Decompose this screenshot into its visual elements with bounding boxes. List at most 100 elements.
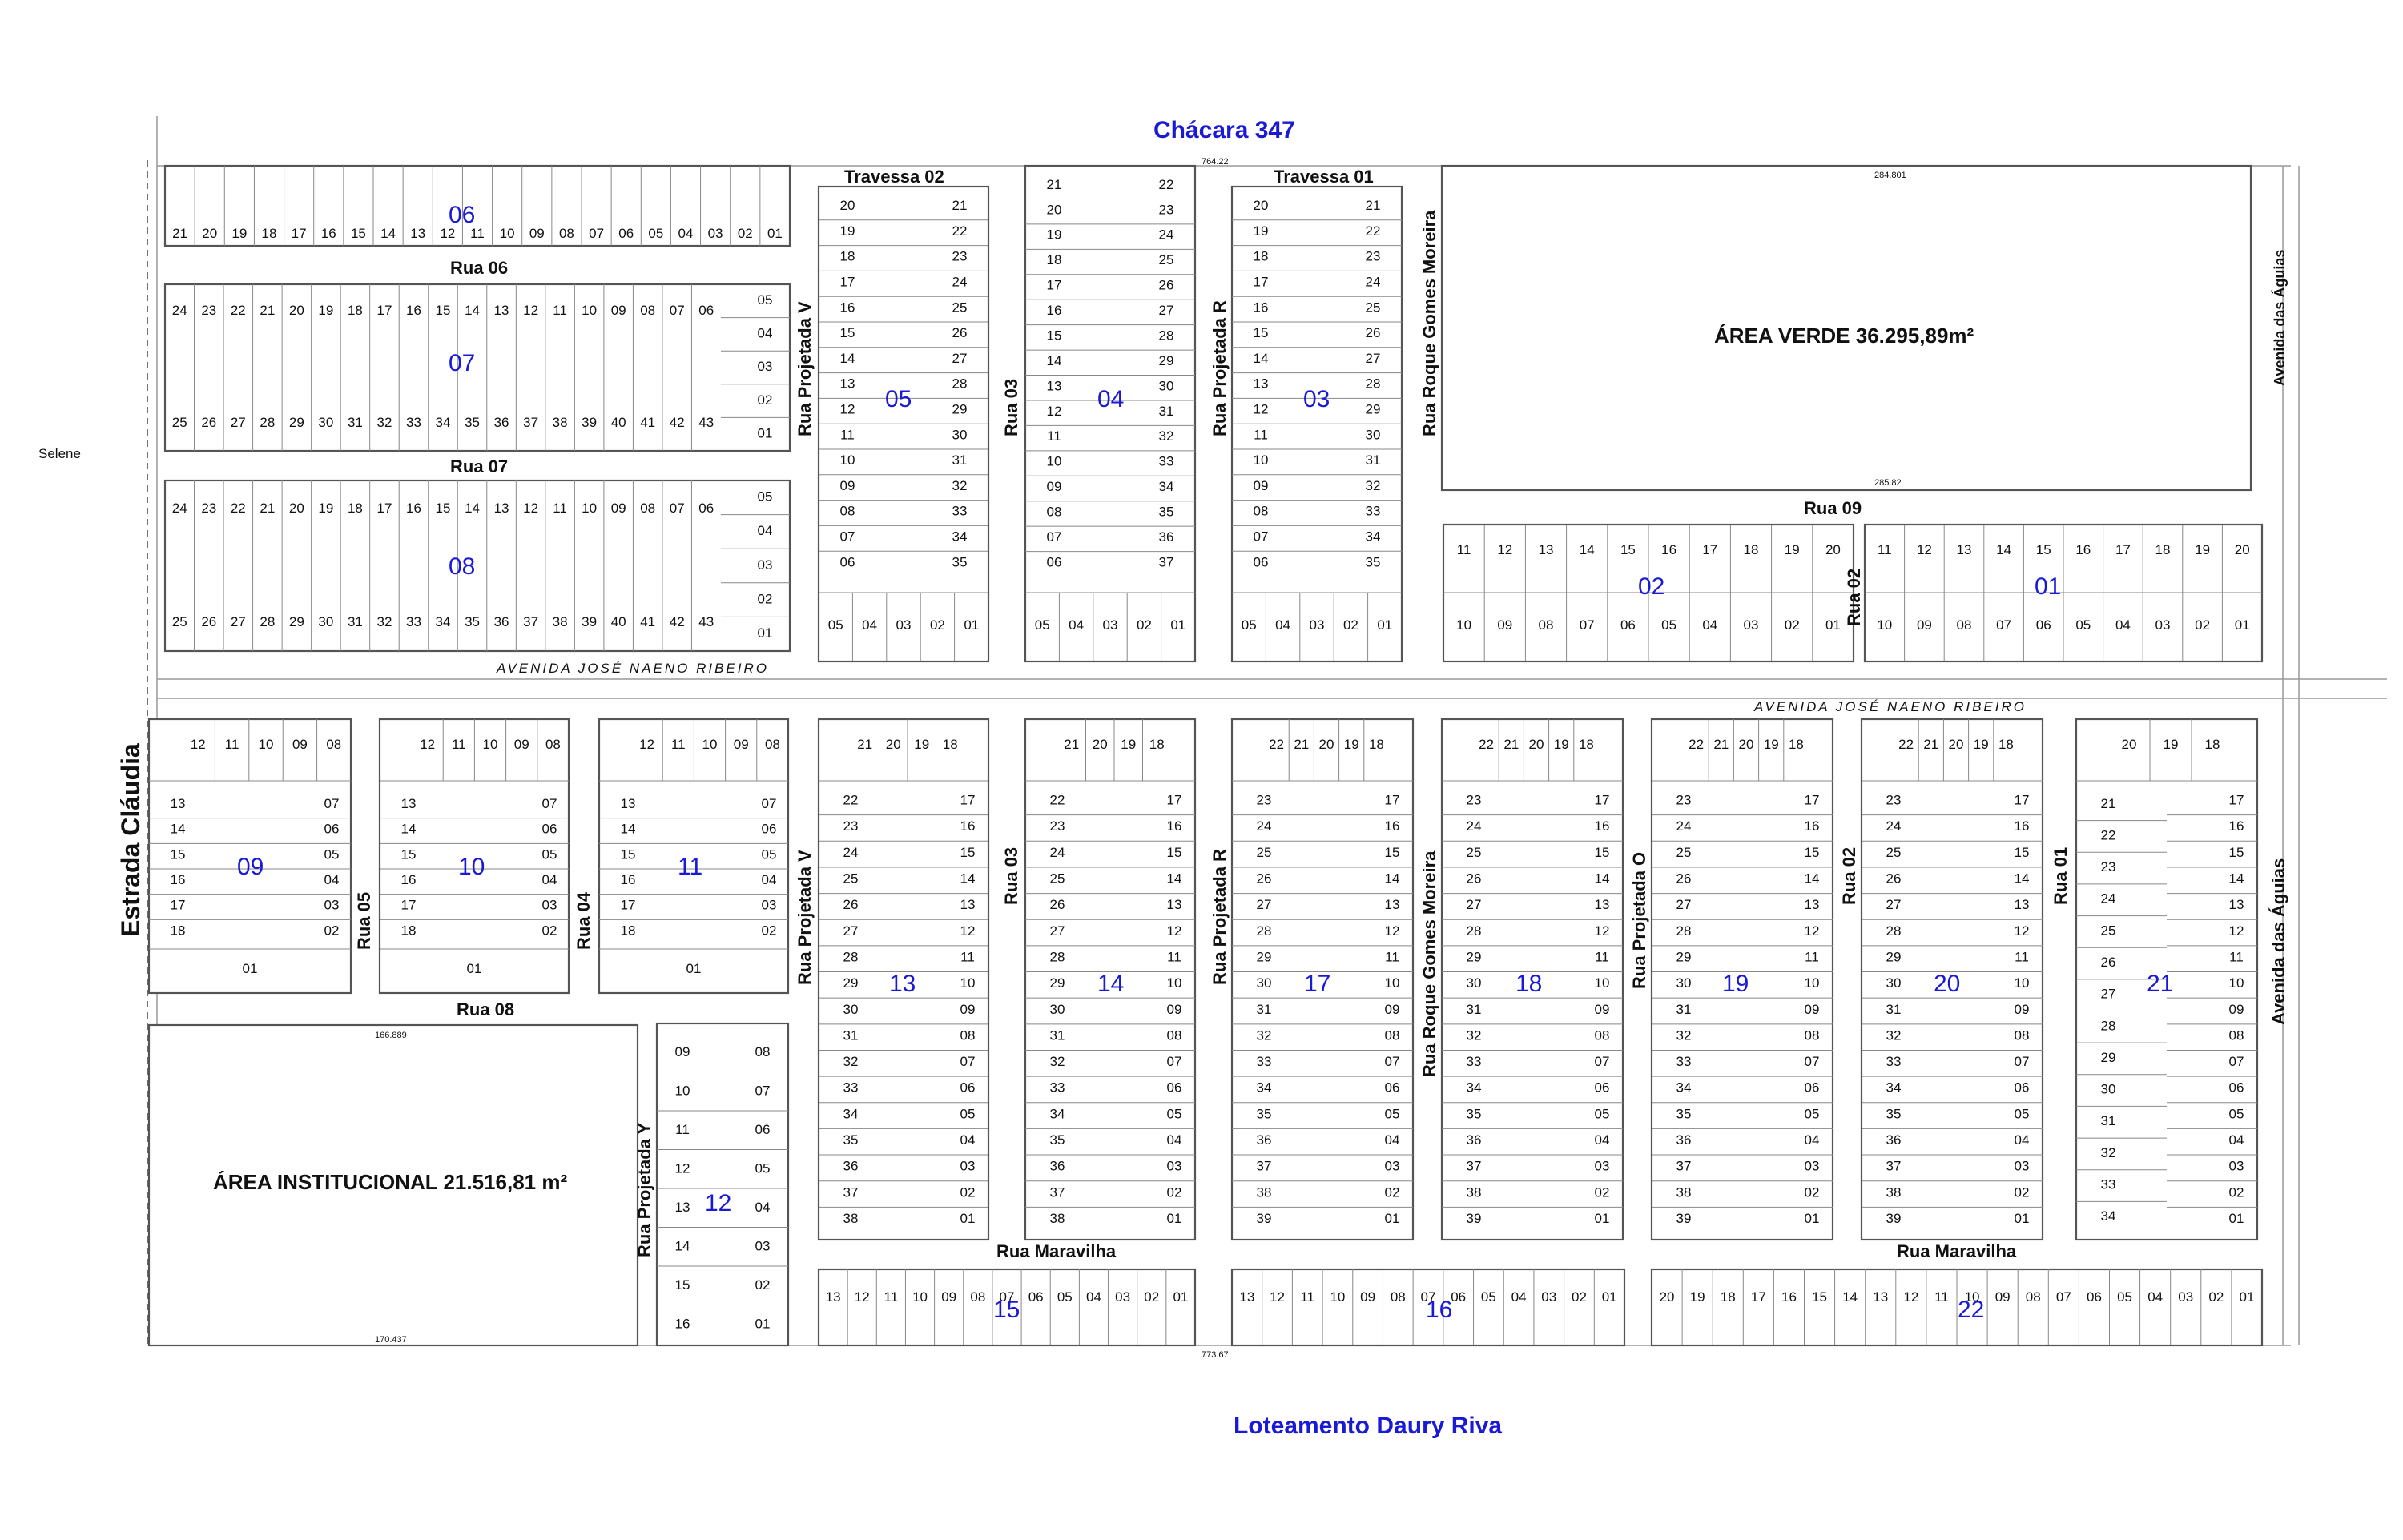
- lot-number: 15: [2229, 845, 2244, 860]
- lot-number: 32: [376, 614, 392, 629]
- lot-number: 34: [1676, 1080, 1692, 1096]
- lot-numbers: 21 20 19 18 17 16 15 14 13 12 11 10 09 08 07 06 05 04 03 02…: [149, 166, 2262, 1345]
- lot-number: 03: [758, 359, 773, 374]
- lot-number: 08: [960, 1027, 976, 1043]
- lot-number: 32: [1257, 1027, 1272, 1043]
- lot-number: 05: [1481, 1289, 1496, 1305]
- lot-number: 14: [1805, 871, 1820, 887]
- lot-number: 16: [2015, 818, 2030, 834]
- lot-number: 09: [1497, 617, 1512, 633]
- lot-number: 20: [289, 501, 304, 516]
- lot-number: 04: [1595, 1132, 1610, 1148]
- lot-number: 31: [1257, 1002, 1272, 1017]
- lot-number: 16: [1254, 300, 1269, 315]
- lot-number: 15: [1047, 328, 1062, 343]
- lot-number: 18: [2155, 542, 2171, 557]
- neighbor-selene: Selene: [38, 446, 81, 461]
- lot-number: 31: [843, 1027, 859, 1043]
- lot-number: 27: [843, 923, 859, 939]
- lot-number: 12: [675, 1161, 690, 1176]
- lot-number: 02: [2208, 1289, 2224, 1305]
- lot-number: 29: [1257, 949, 1272, 964]
- lot-number: 17: [621, 898, 636, 913]
- lot-number: 08: [970, 1289, 985, 1305]
- lot-number: 12: [960, 923, 976, 939]
- lot-number: 16: [1595, 818, 1610, 834]
- street-rua-05: Rua 05: [354, 892, 374, 950]
- lot-number: 38: [1886, 1184, 1902, 1200]
- lot-number: 09: [1595, 1002, 1610, 1017]
- lot-number: 20: [2122, 737, 2137, 752]
- lot-number: 01: [755, 1317, 771, 1332]
- lot-number: 33: [1050, 1080, 1065, 1096]
- lot-number: 07: [1385, 1054, 1400, 1069]
- lot-number: 07: [1996, 617, 2011, 633]
- lot-number: 34: [843, 1106, 859, 1121]
- block-06: [163, 164, 791, 247]
- lot-number: 33: [843, 1080, 859, 1096]
- lot-number: 12: [2229, 923, 2244, 939]
- lot-number: 14: [401, 822, 417, 837]
- lot-number: 12: [523, 501, 538, 516]
- lot-number: 05: [758, 292, 773, 308]
- lot-number: 13: [826, 1289, 841, 1305]
- lot-number: 16: [2075, 542, 2091, 557]
- lot-number: 37: [1159, 554, 1174, 569]
- lot-number: 18: [401, 923, 417, 938]
- lot-number: 30: [952, 427, 968, 442]
- lot-number: 20: [1660, 1289, 1675, 1305]
- lot-number: 35: [1159, 505, 1174, 520]
- lot-number: 19: [1047, 227, 1062, 243]
- lot-number: 24: [1676, 818, 1692, 834]
- block-17: [1230, 718, 1415, 1241]
- lot-number: 15: [2015, 845, 2030, 860]
- lot-number: 13: [840, 376, 855, 392]
- lot-number: 11: [1595, 949, 1609, 964]
- street-travessa-02: Travessa 02: [844, 167, 944, 187]
- block-19: [1650, 718, 1834, 1241]
- block-number-14: 14: [1097, 971, 1124, 997]
- block-number-22: 22: [1958, 1297, 1984, 1323]
- lot-number: 14: [1580, 542, 1595, 557]
- lot-number: 16: [1047, 303, 1062, 318]
- lot-number: 11: [1047, 428, 1061, 444]
- lot-number: 17: [1385, 793, 1400, 808]
- lot-number: 19: [840, 223, 855, 239]
- lot-number: 24: [1159, 227, 1174, 243]
- lot-number: 02: [324, 923, 340, 938]
- lot-number: 22: [952, 223, 968, 239]
- street-rua-maravilha-1: Rua Maravilha: [996, 1241, 1117, 1261]
- lot-number: 27: [231, 415, 246, 430]
- lot-number: 14: [1595, 871, 1610, 887]
- lot-number: 15: [1812, 1289, 1827, 1305]
- lot-number: 40: [611, 415, 626, 430]
- lot-number: 07: [1580, 617, 1595, 633]
- lot-number: 23: [952, 249, 968, 264]
- lot-number: 03: [1167, 1159, 1182, 1174]
- lot-number: 08: [640, 303, 655, 318]
- lot-number: 43: [698, 415, 714, 430]
- lot-number: 35: [952, 554, 968, 569]
- lot-number: 31: [348, 415, 363, 430]
- block-number-19: 19: [1722, 971, 1749, 997]
- lot-number: 15: [840, 325, 855, 340]
- street-avenida-aguias-2: Avenida das Águias: [2268, 858, 2288, 1025]
- block-number-21: 21: [2147, 971, 2173, 997]
- lot-number: 36: [1467, 1132, 1482, 1148]
- lot-number: 18: [1579, 737, 1594, 752]
- lot-number: 06: [960, 1080, 976, 1096]
- lot-number: 31: [1467, 1002, 1482, 1017]
- lot-number: 30: [318, 614, 333, 629]
- lot-number: 14: [465, 303, 480, 318]
- lot-number: 30: [1257, 975, 1272, 991]
- street-rua-projetada-o: Rua Projetada O: [1629, 852, 1649, 989]
- lot-number: 18: [840, 249, 855, 264]
- block-20: [1860, 718, 2044, 1241]
- lot-number: 06: [324, 822, 340, 837]
- lot-number: 01: [686, 961, 702, 976]
- lot-number: 10: [259, 737, 274, 752]
- lot-number: 06: [2036, 617, 2051, 633]
- lot-number: 32: [952, 478, 968, 493]
- lot-number: 20: [289, 303, 304, 318]
